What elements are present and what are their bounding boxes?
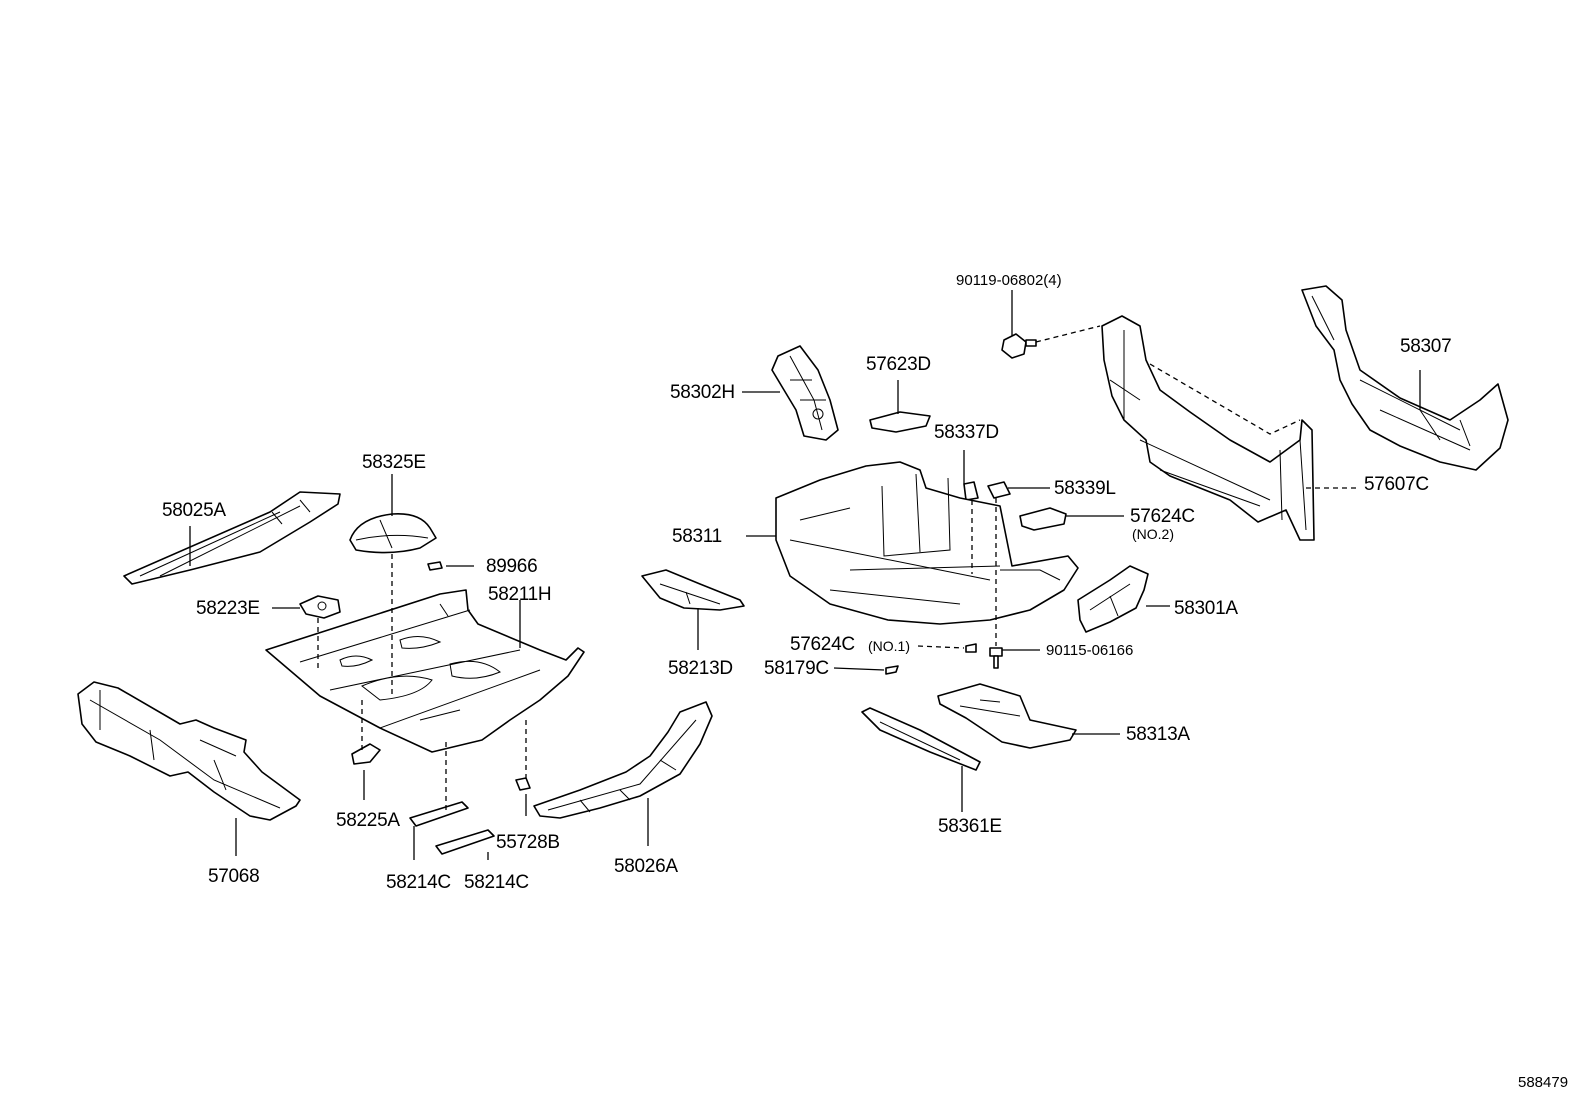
part-58213D-shape <box>641 569 745 611</box>
part-57624C-no2-shape <box>1019 507 1067 531</box>
part-58223E-shape <box>299 595 341 619</box>
part-58225A-shape <box>351 743 381 765</box>
label-58213D: 58213D <box>668 658 733 679</box>
part-58179C-shape <box>885 665 899 675</box>
part-55728B-shape <box>515 777 531 791</box>
label-57624C-no2-sub: (NO.2) <box>1132 526 1174 542</box>
part-57624C-no1-shape <box>965 643 977 653</box>
label-90119-06802: 90119-06802(4) <box>956 272 1062 289</box>
part-58325E-shape <box>349 512 437 554</box>
label-57624C-no1: 57624C <box>790 634 855 655</box>
part-89966-shape <box>427 561 443 571</box>
part-58211H-shape <box>265 589 585 753</box>
part-58337D-shape <box>963 481 979 501</box>
part-58311-shape <box>775 461 1079 625</box>
label-58361E: 58361E <box>938 816 1002 837</box>
part-57607C-shape <box>1101 315 1315 541</box>
label-58325E: 58325E <box>362 452 426 473</box>
label-58301A: 58301A <box>1174 598 1238 619</box>
part-58026A-shape <box>533 701 713 819</box>
label-58337D: 58337D <box>934 422 999 443</box>
part-58301A-shape <box>1077 565 1149 633</box>
part-57068-shape <box>77 681 301 821</box>
label-57623D: 57623D <box>866 354 931 375</box>
label-57068: 57068 <box>208 866 260 887</box>
label-55728B: 55728B <box>496 832 560 853</box>
label-57624C-no2: 57624C <box>1130 506 1195 527</box>
part-90115-06166-shape <box>989 647 1003 669</box>
part-57623D-shape <box>869 411 931 433</box>
label-58302H: 58302H <box>670 382 735 403</box>
part-58302H-shape <box>771 345 839 441</box>
label-90115-06166: 90115-06166 <box>1046 642 1134 659</box>
label-58214C-2: 58214C <box>464 872 529 893</box>
label-58313A: 58313A <box>1126 724 1190 745</box>
leader-lines <box>189 290 1421 860</box>
label-58214C-1: 58214C <box>386 872 451 893</box>
label-58311: 58311 <box>672 526 722 547</box>
label-57624C-no1-sub: (NO.1) <box>868 638 910 654</box>
part-58025A-shape <box>123 491 341 585</box>
label-57607C: 57607C <box>1364 474 1429 495</box>
label-58307: 58307 <box>1400 336 1452 357</box>
part-58339L-shape <box>987 481 1011 499</box>
label-58223E: 58223E <box>196 598 260 619</box>
diagram-id: 588479 <box>1518 1074 1569 1091</box>
label-58025A: 58025A <box>162 500 226 521</box>
part-58307-shape <box>1301 285 1509 471</box>
label-58225A: 58225A <box>336 810 400 831</box>
label-58179C: 58179C <box>764 658 829 679</box>
part-90119-06802-shape <box>1001 333 1037 359</box>
part-58313A-shape <box>937 683 1077 749</box>
part-58214C-shapes <box>409 801 495 855</box>
label-58026A: 58026A <box>614 856 678 877</box>
label-89966: 89966 <box>486 556 538 577</box>
assembly-lines <box>317 325 1301 810</box>
label-58339L: 58339L <box>1054 478 1116 499</box>
part-58361E-shape <box>861 707 981 771</box>
label-58211H: 58211H <box>488 584 552 605</box>
